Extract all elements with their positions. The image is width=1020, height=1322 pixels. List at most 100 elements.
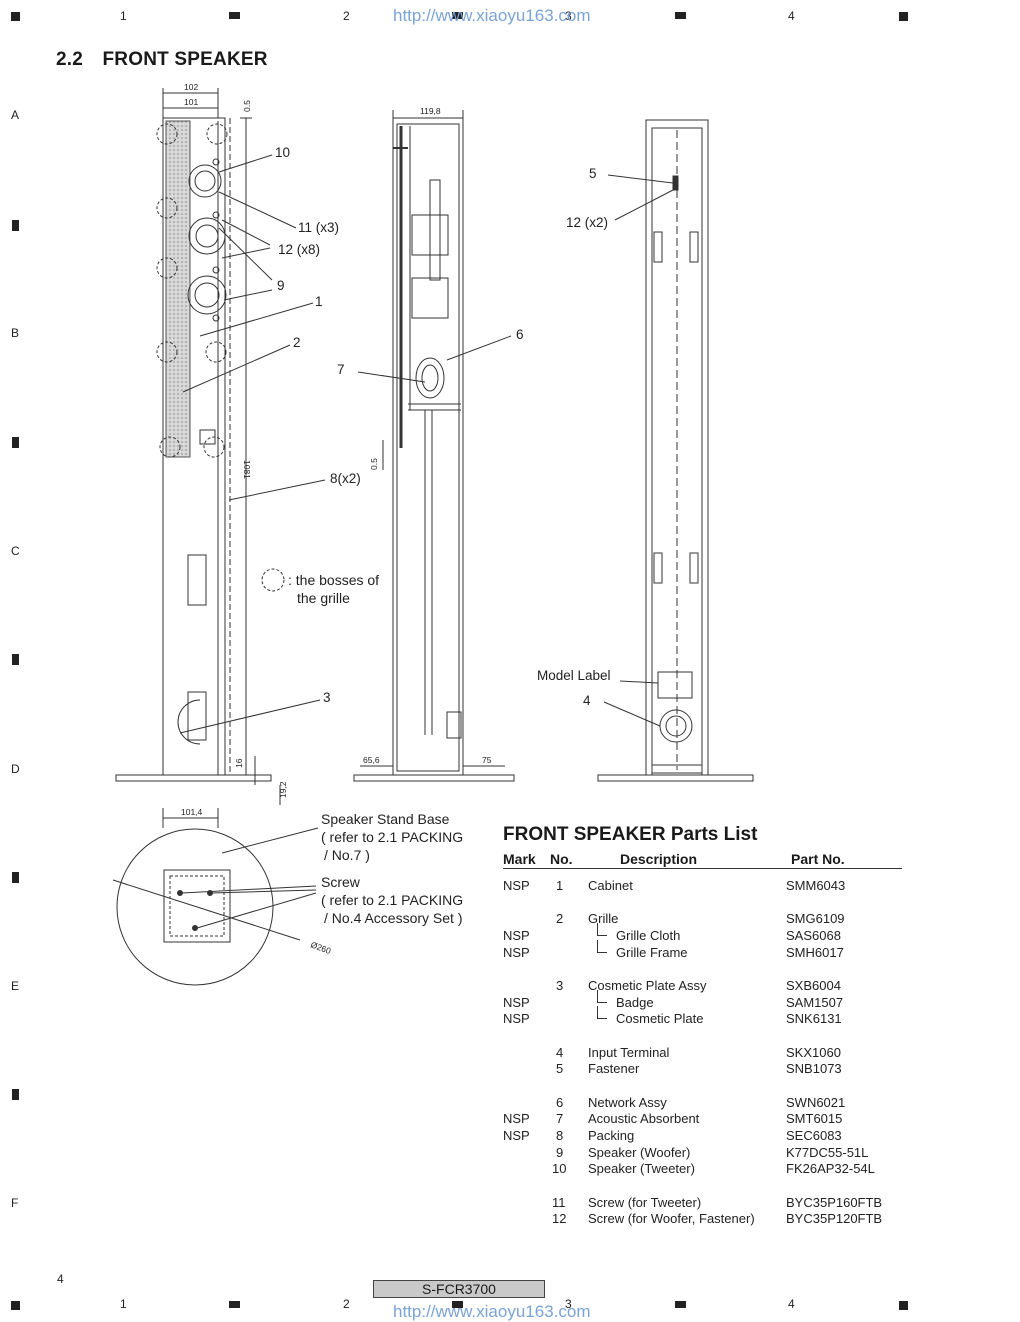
row-part-number: SAM1507 [786,995,844,1010]
dim-102: 102 [184,82,198,92]
registration-mark [899,1301,908,1310]
row-mark: NSP [503,928,530,943]
row-part-number: SMM6043 [786,878,846,893]
row-mark: NSP [503,878,530,893]
row-description: Network Assy [588,1095,667,1110]
header-no: No. [550,851,573,867]
bottom-column-number-3: 3 [565,1297,572,1311]
header-mark: Mark [503,851,536,867]
row-number: 10 [552,1161,567,1176]
model-name-box: S-FCR3700 [373,1280,545,1298]
stand-base-note: Speaker Stand Base ( refer to 2.1 PACKIN… [321,810,463,864]
registration-mark [11,1301,20,1310]
row-number: 6 [556,1095,564,1110]
dim-0-5-a: 0.5 [242,100,252,112]
row-description: Screw (for Tweeter) [588,1195,702,1210]
table-row: 6 Network Assy SWN6021 [503,1095,903,1111]
row-description: Cosmetic Plate [616,1011,704,1026]
callout-4: 4 [583,693,591,708]
header-description: Description [620,851,698,867]
row-marker [12,1089,19,1100]
row-letter-c: C [11,544,20,558]
row-mark: NSP [503,1011,530,1026]
callout-6: 6 [516,327,524,342]
dim-101-4: 101,4 [181,807,203,817]
row-description: Grille Frame [616,945,688,960]
row-part-number: SNB1073 [786,1061,842,1076]
tree-branch-icon [597,990,607,1003]
row-part-number: K77DC55-51L [786,1145,869,1160]
row-description: Badge [616,995,654,1010]
header-url-link[interactable]: http://www.xiaoyu163.com [393,6,591,25]
row-part-number: SAS6068 [786,928,841,943]
row-marker [12,872,19,883]
row-description: Cabinet [588,878,633,893]
row-marker [12,654,19,665]
screw-line-3: / No.4 Accessory Set ) [324,910,463,926]
row-description: Speaker (Tweeter) [588,1161,695,1176]
row-letter-d: D [11,762,20,776]
registration-mark [452,1301,463,1308]
dim-0-5-b: 0.5 [369,458,379,470]
row-marker [12,437,19,448]
registration-mark [452,12,463,19]
row-description: Screw (for Woofer, Fastener) [588,1211,755,1226]
row-description: Packing [588,1128,635,1143]
callout-10: 10 [275,145,291,160]
bosses-note-line-1: : the bosses of [288,572,380,588]
dim-119-8: 119,8 [420,106,441,116]
row-part-number: SKX1060 [786,1045,841,1060]
bottom-column-number-1: 1 [120,1297,127,1311]
section-number: 2.2 [56,49,84,70]
row-letter-f: F [11,1196,19,1210]
row-letter-e: E [11,979,20,993]
row-number: 1 [556,878,564,893]
dim-101: 101 [184,97,198,107]
column-number-2: 2 [343,9,350,23]
callout-model-label: Model Label [537,668,611,683]
column-number-3: 3 [565,9,572,23]
table-row: NSP Grille Cloth SAS6068 [503,923,903,944]
row-number: 9 [556,1145,564,1160]
column-number-1: 1 [120,9,127,23]
section-heading: 2.2 FRONT SPEAKER [56,49,268,71]
row-description: Acoustic Absorbent [588,1111,700,1126]
row-mark: NSP [503,1128,530,1143]
registration-mark [229,1301,240,1308]
row-part-number: SWN6021 [786,1095,846,1110]
registration-mark [675,12,686,19]
callout-11: 11 (x3) [298,220,340,235]
stand-base-line-3: / No.7 ) [324,847,370,863]
tree-branch-icon [597,1006,607,1019]
registration-mark [675,1301,686,1308]
row-number: 12 [552,1211,567,1226]
row-part-number: SEC6083 [786,1128,842,1143]
registration-mark [11,12,20,21]
dim-1081: 1081 [242,460,252,479]
callout-5: 5 [589,166,597,181]
footer-url-link[interactable]: http://www.xiaoyu163.com [393,1302,591,1321]
callout-7: 7 [337,362,345,377]
side-section-view [353,110,515,782]
row-marker [12,220,19,231]
row-description: Grille Cloth [616,928,681,943]
row-part-number: SMT6015 [786,1111,843,1126]
row-description: Grille [588,911,619,926]
callout-2: 2 [293,335,301,350]
bosses-note-line-2: the grille [297,590,350,606]
dim-75: 75 [482,755,492,765]
header-divider [777,852,778,868]
row-part-number: SMG6109 [786,911,845,926]
screw-line-1: Screw [321,874,360,890]
row-number: 5 [556,1061,564,1076]
front-view [115,88,326,828]
row-number: 8 [556,1128,564,1143]
stand-base-line-2: ( refer to 2.1 PACKING [321,829,464,845]
